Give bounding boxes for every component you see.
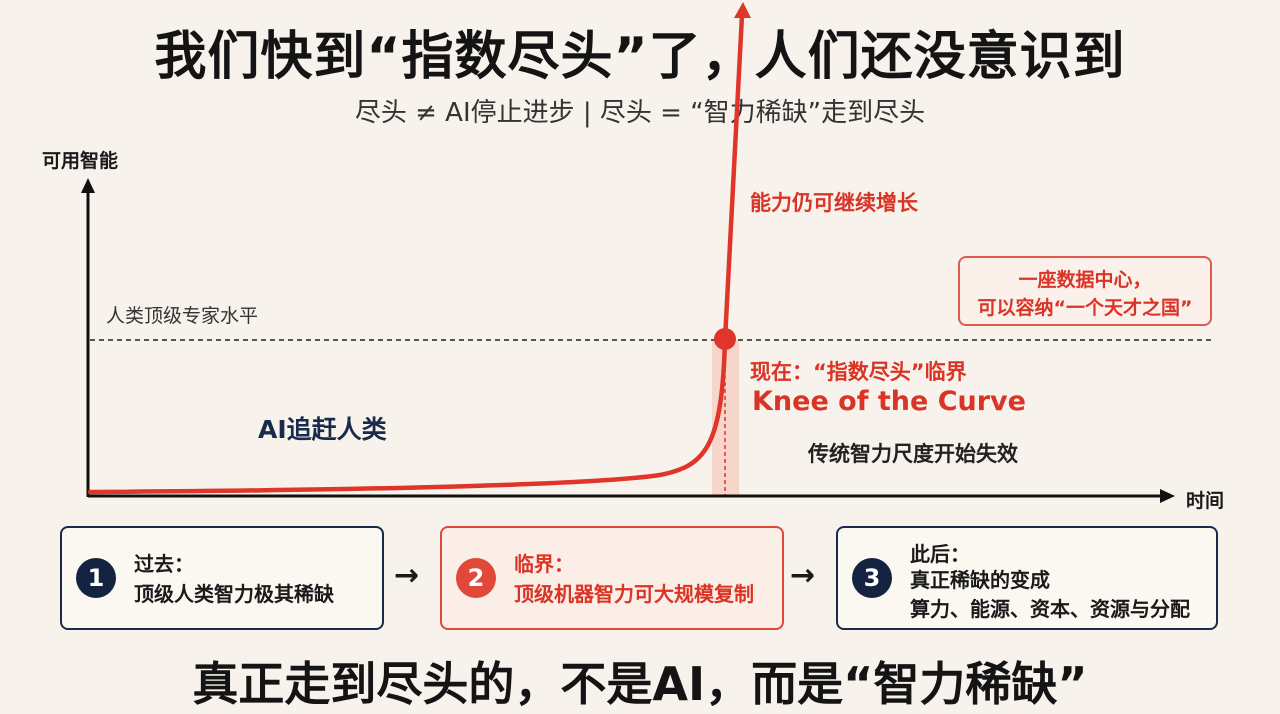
stage-number-badge: 3 [852, 558, 892, 598]
stage-title: 此后： [910, 542, 970, 566]
knee-of-curve-label: Knee of the Curve [752, 386, 1026, 417]
knee-point-marker [714, 328, 736, 350]
stage-description-line1: 真正稀缺的变成 [910, 568, 1050, 592]
stage-number-badge: 2 [456, 558, 496, 598]
page-title: 我们快到“指数尽头”了，人们还没意识到 [154, 27, 1126, 87]
stage-card-threshold: 2 临界： 顶级机器智力可大规模复制 [440, 526, 784, 630]
stage-number-badge: 1 [76, 558, 116, 598]
intelligence-curve [87, 12, 745, 495]
stage-title: 过去： [134, 552, 194, 576]
stage-arrow-icon: → [790, 558, 816, 593]
now-threshold-label: 现在：“指数尽头”临界 [750, 360, 967, 384]
datacenter-callout-line2: 可以容纳“一个天才之国” [977, 297, 1193, 319]
page-subtitle: 尽头 ≠ AI停止进步 | 尽头 = “智力稀缺”走到尽头 [354, 98, 926, 128]
exponential-curve-diagram [81, 2, 1215, 503]
datacenter-callout: 一座数据中心， 可以容纳“一个天才之国” [958, 256, 1212, 326]
stage-description: 顶级机器智力可大规模复制 [514, 582, 754, 606]
y-axis-arrowhead [81, 178, 95, 193]
y-axis-label: 可用智能 [42, 150, 119, 172]
stage-arrow-icon: → [394, 558, 420, 593]
stage-description: 顶级人类智力极其稀缺 [134, 582, 334, 606]
stage-description-line2: 算力、能源、资本、资源与分配 [910, 597, 1190, 621]
bottom-conclusion: 真正走到尽头的，不是AI，而是“智力稀缺” [192, 657, 1088, 711]
stage-description: 真正稀缺的变成 算力、能源、资本、资源与分配 [910, 566, 1190, 624]
stage-card-after: 3 此后： 真正稀缺的变成 算力、能源、资本、资源与分配 [836, 526, 1218, 630]
stage-title: 临界： [514, 552, 574, 576]
expert-level-label: 人类顶级专家水平 [106, 305, 259, 327]
x-axis-arrowhead [1160, 489, 1175, 503]
curve-arrowhead [734, 2, 751, 18]
continued-growth-label: 能力仍可继续增长 [750, 191, 918, 215]
datacenter-callout-line1: 一座数据中心， [1018, 269, 1152, 291]
metric-failure-label: 传统智力尺度开始失效 [808, 442, 1018, 466]
x-axis-label: 时间 [1186, 490, 1225, 512]
stage-card-past: 1 过去： 顶级人类智力极其稀缺 [60, 526, 384, 630]
ai-catch-up-label: AI追赶人类 [258, 415, 387, 444]
